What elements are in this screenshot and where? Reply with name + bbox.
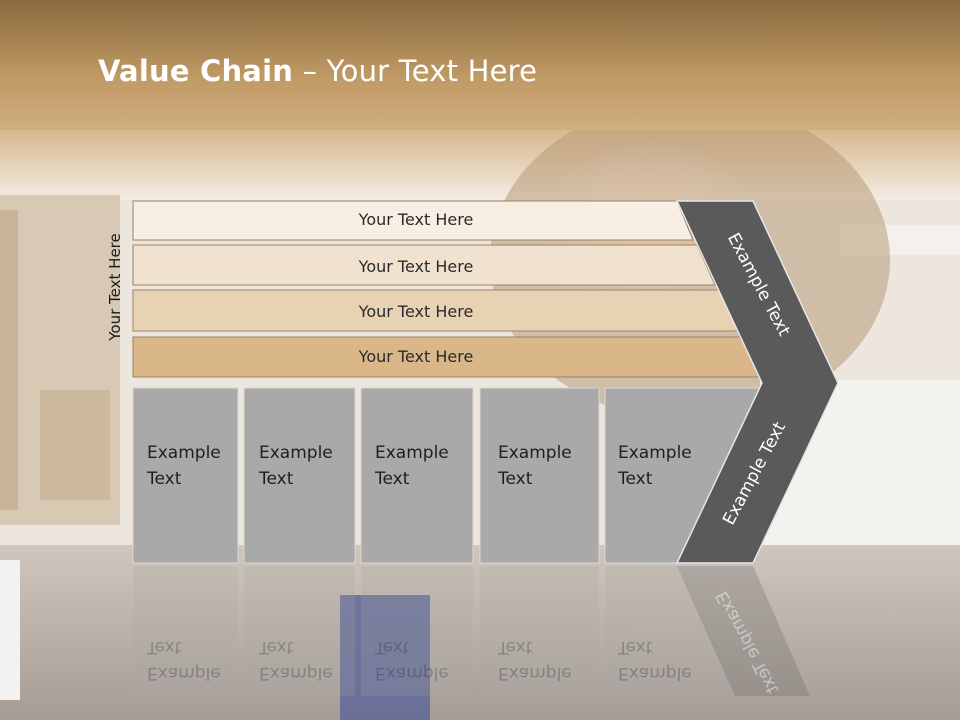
box-1-text-reflection: Example Text	[147, 634, 221, 686]
bar-1	[132, 200, 694, 241]
box-5-line2: Text	[618, 469, 653, 489]
bar-1-label: Your Text Here	[358, 210, 474, 229]
box-4-text-reflection: Example Text	[498, 634, 572, 686]
box-4-line2: Text	[498, 469, 533, 489]
box-4	[479, 387, 600, 564]
box-4-line1: Example	[498, 443, 572, 463]
box-1-refl-line2: Text	[147, 637, 182, 657]
box-2-refl-line1: Example	[259, 663, 333, 683]
bar-2-label: Your Text Here	[358, 257, 474, 276]
box-2-refl-line2: Text	[259, 637, 294, 657]
box-5-line1: Example	[618, 443, 692, 463]
chevron-reflection	[677, 566, 810, 696]
slide-title: Value Chain – Your Text Here	[98, 54, 537, 88]
box-1	[132, 387, 239, 564]
box-5-refl-line2: Text	[618, 637, 653, 657]
box-5-refl-line1: Example	[618, 663, 692, 683]
box-4-refl-line1: Example	[498, 663, 572, 683]
box-1-line1: Example	[147, 443, 221, 463]
box-1-text: Example Text	[147, 440, 221, 492]
box-3-refl-line1: Example	[375, 663, 449, 683]
boxes-reflection	[133, 566, 740, 696]
box-1-refl-line1: Example	[147, 663, 221, 683]
bar-2	[132, 244, 716, 286]
box-2	[243, 387, 356, 564]
chevron-arrow	[675, 200, 839, 564]
title-bold: Value Chain	[98, 54, 294, 88]
box-4-refl-line2: Text	[498, 637, 533, 657]
box-3-line1: Example	[375, 443, 449, 463]
box-1-line2: Text	[147, 469, 182, 489]
box-2-text: Example Text	[259, 440, 333, 492]
box-3-text: Example Text	[375, 440, 449, 492]
box-5-text: Example Text	[618, 440, 692, 492]
box-3-line2: Text	[375, 469, 410, 489]
box-2-line1: Example	[259, 443, 333, 463]
box-3-text-reflection: Example Text	[375, 634, 449, 686]
title-rest: – Your Text Here	[293, 54, 538, 88]
box-3	[360, 387, 474, 564]
box-3-refl-line2: Text	[375, 637, 410, 657]
bar-4-label: Your Text Here	[358, 347, 474, 366]
box-4-text: Example Text	[498, 440, 572, 492]
bar-3-label: Your Text Here	[358, 302, 474, 321]
box-5-text-reflection: Example Text	[618, 634, 692, 686]
box-2-text-reflection: Example Text	[259, 634, 333, 686]
box-2-line2: Text	[259, 469, 294, 489]
